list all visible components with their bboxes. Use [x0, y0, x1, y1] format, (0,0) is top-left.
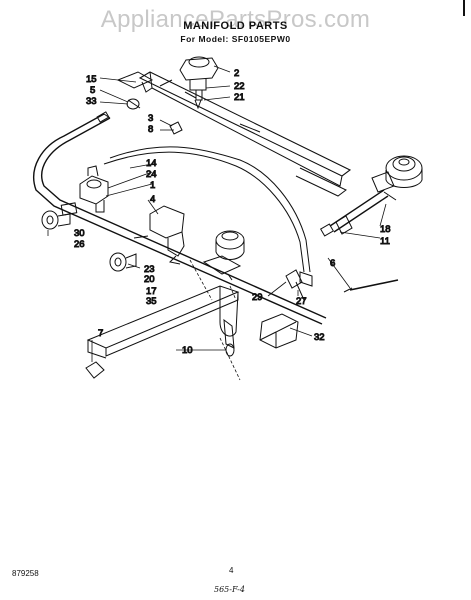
- callout-27: 27: [296, 296, 307, 307]
- manifold-pipe: [33, 111, 327, 325]
- burner-tube: [319, 189, 389, 237]
- model-line: For Model: SF0105EPW0: [180, 34, 291, 44]
- fitting-5: [126, 98, 141, 110]
- callout-24: 24: [146, 169, 157, 180]
- page-number: 4: [229, 566, 234, 575]
- callout-29: 29: [252, 292, 263, 303]
- thermostat-rod: [343, 279, 399, 293]
- callout-1: 1: [150, 180, 155, 191]
- knob-30: [41, 202, 78, 230]
- center-valve: [133, 205, 185, 265]
- callout-35: 35: [146, 296, 157, 307]
- connector-29: [285, 269, 305, 301]
- callout-4: 4: [150, 194, 155, 205]
- callout-14: 14: [146, 158, 157, 169]
- manifold-bracket: [138, 71, 352, 197]
- callout-5: 5: [90, 85, 95, 96]
- callout-3: 3: [148, 113, 153, 124]
- callout-11: 11: [380, 236, 390, 247]
- right-burner: [371, 155, 423, 201]
- bracket-7: [85, 361, 105, 379]
- callout-10: 10: [182, 345, 193, 356]
- bracket-piece-15: [116, 71, 154, 89]
- callout-17: 17: [146, 286, 157, 297]
- doc-number: 879258: [12, 569, 39, 578]
- handwritten-note: 565-F-4: [214, 585, 245, 594]
- igniter-module: [259, 313, 299, 349]
- safety-valve: [202, 230, 245, 281]
- callout-23: 23: [144, 264, 155, 275]
- callout-6: 6: [330, 258, 335, 269]
- knob-23: [109, 252, 137, 272]
- callout-7: 7: [98, 328, 103, 339]
- callout-21: 21: [234, 92, 245, 103]
- left-valve: [79, 165, 109, 213]
- callout-18: 18: [380, 224, 391, 235]
- watermark: AppliancePartsPros.com: [100, 6, 371, 33]
- callout-26: 26: [74, 239, 85, 250]
- callout-22: 22: [234, 81, 245, 92]
- corner-mark: [463, 0, 465, 16]
- top-valve-block: [179, 56, 219, 110]
- callout-32: 32: [314, 332, 325, 343]
- diagram-title: MANIFOLD PARTS: [183, 20, 288, 32]
- lower-bracket: [86, 285, 240, 359]
- callout-30: 30: [74, 228, 85, 239]
- callout-15: 15: [86, 74, 97, 85]
- callout-20: 20: [144, 274, 155, 285]
- guide-lines: [189, 259, 241, 381]
- callout-leaders: [47, 65, 387, 362]
- callout-2: 2: [234, 68, 239, 79]
- callout-33: 33: [86, 96, 97, 107]
- clip-8: [169, 121, 183, 135]
- callout-8: 8: [148, 124, 153, 135]
